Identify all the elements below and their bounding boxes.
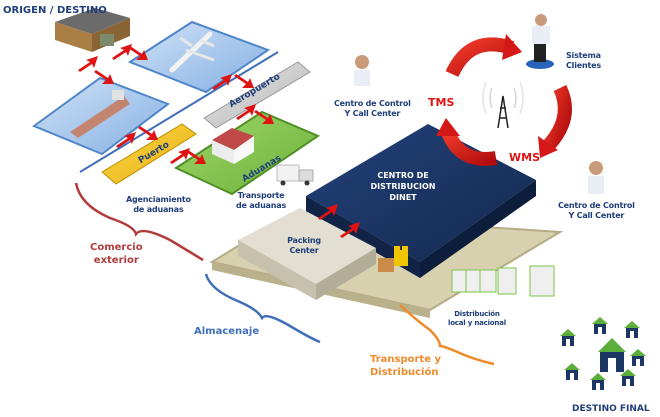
sistema-clientes-line-1: Sistema bbox=[566, 51, 601, 60]
dc-line-3: DINET bbox=[389, 193, 417, 202]
almacenaje-label: Almacenaje bbox=[194, 326, 260, 337]
packing-center-block bbox=[238, 208, 376, 300]
distribution-center-label: CENTRO DE DISTRIBUCION DINET bbox=[363, 170, 443, 203]
transporte-aduanas-caption: Transporte de aduanas bbox=[236, 191, 286, 211]
distribucion-local-caption: Distribución local y nacional bbox=[448, 310, 506, 328]
comercio-exterior-bracket bbox=[74, 182, 204, 262]
control-center-right-label: Centro de Control Y Call Center bbox=[558, 201, 635, 221]
aduanas-platform bbox=[173, 110, 321, 196]
control-center-left-line-2: Y Call Center bbox=[344, 109, 401, 118]
call-center-agent-left-icon bbox=[354, 55, 370, 86]
packing-center-label: Packing Center bbox=[284, 236, 324, 256]
control-center-left-label: Centro de Control Y Call Center bbox=[334, 99, 411, 119]
almacenaje-bracket bbox=[204, 273, 321, 344]
port-tile bbox=[31, 76, 171, 156]
divider-line bbox=[79, 51, 279, 173]
control-center-left-line-1: Centro de Control bbox=[334, 99, 411, 108]
distribucion-line-2: local y nacional bbox=[448, 319, 506, 327]
transporte-line-2: Distribución bbox=[370, 367, 439, 378]
sistema-clientes-line-2: Clientes bbox=[566, 61, 601, 70]
dc-line-1: CENTRO DE bbox=[377, 171, 429, 180]
customs-building-icon bbox=[212, 128, 254, 164]
airplane-icon bbox=[169, 31, 215, 73]
house-icon bbox=[592, 317, 608, 334]
aeropuerto-bar bbox=[203, 61, 311, 129]
control-center-right-line-2: Y Call Center bbox=[568, 211, 625, 220]
agenciamiento-line-1: Agenciamiento bbox=[126, 195, 191, 204]
antenna-icon bbox=[482, 81, 524, 129]
house-icon bbox=[624, 321, 640, 338]
transporte-distribucion-label: Transporte y Distribución bbox=[370, 353, 441, 379]
forklift-icon bbox=[378, 240, 408, 272]
packing-line-1: Packing bbox=[287, 236, 321, 245]
packing-arrows bbox=[318, 204, 360, 238]
transporte-aduanas-line-1: Transporte bbox=[237, 191, 285, 200]
transporte-line-1: Transporte y bbox=[370, 354, 441, 365]
destination-houses-icon bbox=[560, 317, 646, 390]
call-center-agent-right-icon bbox=[588, 161, 604, 194]
dc-line-2: DISTRIBUCION bbox=[370, 182, 436, 191]
sistema-clientes-label: Sistema Clientes bbox=[566, 51, 601, 71]
truck-fleet-icon bbox=[451, 265, 555, 297]
transporte-aduanas-line-2: de aduanas bbox=[236, 201, 287, 210]
truck-icon bbox=[276, 164, 314, 186]
wms-label: WMS bbox=[509, 151, 541, 164]
house-icon bbox=[630, 349, 646, 366]
airport-tile bbox=[127, 20, 271, 94]
agenciamiento-caption: Agenciamiento de aduanas bbox=[126, 195, 191, 215]
house-icon bbox=[560, 329, 576, 346]
house-icon bbox=[598, 338, 626, 372]
agenciamiento-line-2: de aduanas bbox=[133, 205, 184, 214]
destino-final-label: DESTINO FINAL bbox=[572, 404, 650, 414]
comercio-line-1: Comercio bbox=[90, 242, 143, 253]
ship-icon bbox=[70, 90, 130, 138]
client-person-icon bbox=[526, 14, 554, 69]
house-icon bbox=[564, 363, 580, 380]
cycle-arrows bbox=[436, 34, 572, 166]
tms-label: TMS bbox=[428, 96, 455, 109]
control-center-right-line-1: Centro de Control bbox=[558, 201, 635, 210]
flow-arrows bbox=[78, 44, 274, 164]
warehouse-icon bbox=[55, 8, 130, 52]
transporte-bracket bbox=[399, 304, 495, 366]
comercio-line-2: exterior bbox=[93, 255, 139, 266]
distribucion-line-1: Distribución bbox=[454, 310, 500, 318]
house-icon bbox=[590, 373, 606, 390]
origin-destination-title: ORIGEN / DESTINO bbox=[3, 5, 107, 16]
comercio-exterior-label: Comercio exterior bbox=[90, 241, 143, 267]
house-icon bbox=[620, 369, 636, 386]
packing-line-2: Center bbox=[289, 246, 319, 255]
